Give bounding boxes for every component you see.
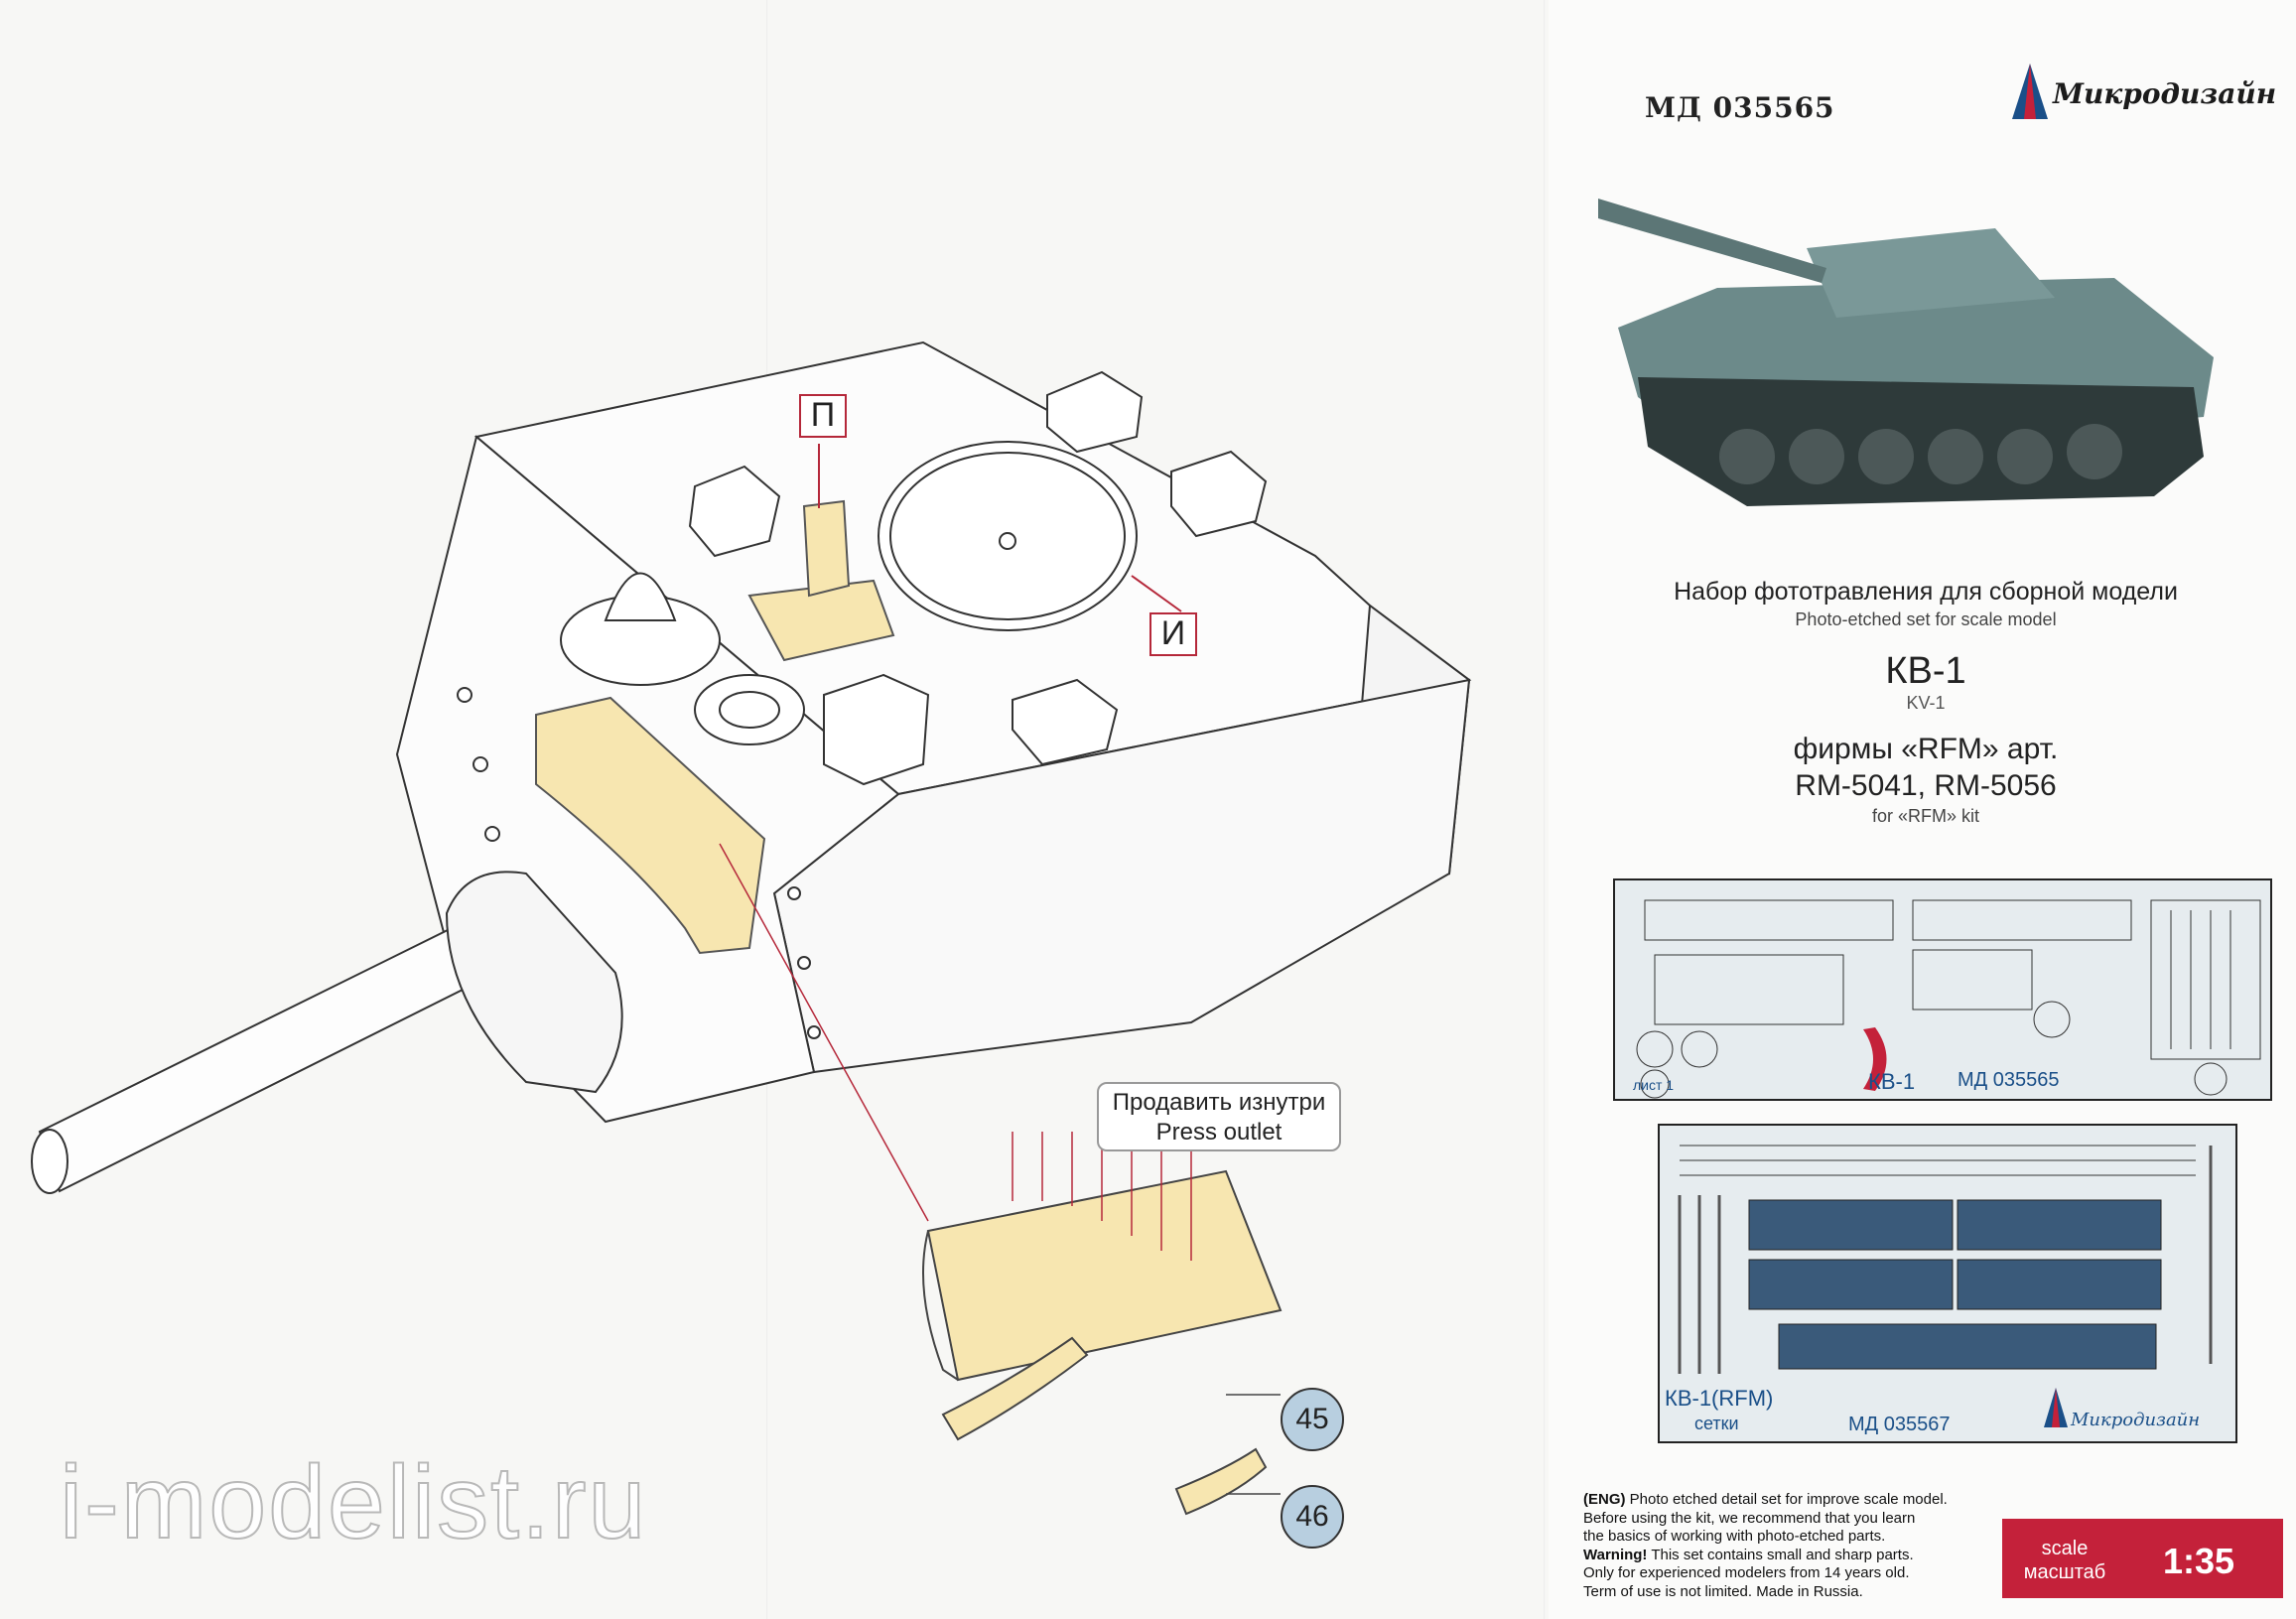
- scale-badge: [2002, 1519, 2283, 1598]
- scale-value: 1:35: [2162, 1541, 2235, 1581]
- fold-line: [1544, 0, 1546, 1619]
- etch-sheet-1: лист 1 КВ-1 МД 035565: [1613, 878, 2272, 1101]
- turret-assembly-drawing: [31, 340, 1472, 1516]
- footnote-line-4: This set contains small and sharp parts.: [1647, 1546, 1914, 1563]
- scale-label-ru: масштаб: [2023, 1561, 2106, 1583]
- model-name-en: KV-1: [1906, 693, 1946, 713]
- etch-sheet-2: КВ-1(RFM) сетки МД 035567 Микродизайн: [1658, 1124, 2237, 1443]
- sheet-1-name-label: КВ-1: [1868, 1069, 1916, 1094]
- scale-labels: scale масштаб: [2005, 1537, 2124, 1584]
- sheet-2-sub-label: сетки: [1694, 1414, 1739, 1433]
- brand-logo-icon: [2012, 64, 2048, 119]
- sheet-2-parts: [1678, 1145, 2213, 1374]
- product-title-ru: Набор фототравления для сборной модели: [1674, 578, 2178, 606]
- footnote-warning-tag: Warning!: [1583, 1546, 1648, 1563]
- sheet-2-name-label: КВ-1(RFM): [1665, 1386, 1774, 1411]
- sheet-2-brand: Микродизайн: [2071, 1410, 2201, 1430]
- footnote-line-6: Term of use is not limited. Made in Russ…: [1583, 1582, 1863, 1600]
- part-number-45: 45: [1281, 1388, 1344, 1451]
- scale-label-en: scale: [2041, 1538, 2089, 1559]
- footnote-eng-tag: (ENG): [1583, 1491, 1626, 1508]
- kit-maker-en: for «RFM» kit: [1871, 806, 1980, 826]
- part-number-46: 46: [1281, 1485, 1344, 1549]
- sheet-1-parts: [1636, 899, 2261, 1099]
- product-code: МД 035565: [1645, 91, 1835, 124]
- brand-name: Микродизайн: [2053, 77, 2277, 110]
- kit-articles: RM-5041, RM-5056: [1795, 769, 2057, 802]
- press-outlet-note: Продавить изнутри Press outlet: [1097, 1082, 1341, 1151]
- footnote: (ENG) Photo etched detail set for improv…: [1583, 1491, 2000, 1601]
- callout-i: И: [1149, 612, 1197, 656]
- sheet-1-list-label: лист 1: [1633, 1077, 1675, 1093]
- sheet-2-code-label: МД 035567: [1848, 1414, 1951, 1435]
- model-name-ru: КВ-1: [1885, 650, 1966, 692]
- kit-maker-ru: фирмы «RFM» арт.: [1793, 733, 2059, 765]
- footnote-line-1: Photo etched detail set for improve scal…: [1625, 1491, 1948, 1508]
- watermark: i-modelist.ru: [59, 1444, 648, 1561]
- callout-p: П: [799, 394, 847, 438]
- footnote-line-3: the basics of working with photo-etched …: [1583, 1528, 1886, 1545]
- tank-photo: [1598, 159, 2233, 516]
- sheet-2-brand-logo-icon: [2044, 1388, 2068, 1427]
- sheet-1-code-label: МД 035565: [1958, 1069, 2060, 1091]
- footnote-line-2: Before using the kit, we recommend that …: [1583, 1509, 1916, 1527]
- product-title-en: Photo-etched set for scale model: [1795, 609, 2057, 629]
- press-note-ru: Продавить изнутри: [1112, 1089, 1326, 1116]
- press-note-en: Press outlet: [1155, 1119, 1283, 1146]
- footnote-line-5: Only for experienced modelers from 14 ye…: [1583, 1564, 1910, 1581]
